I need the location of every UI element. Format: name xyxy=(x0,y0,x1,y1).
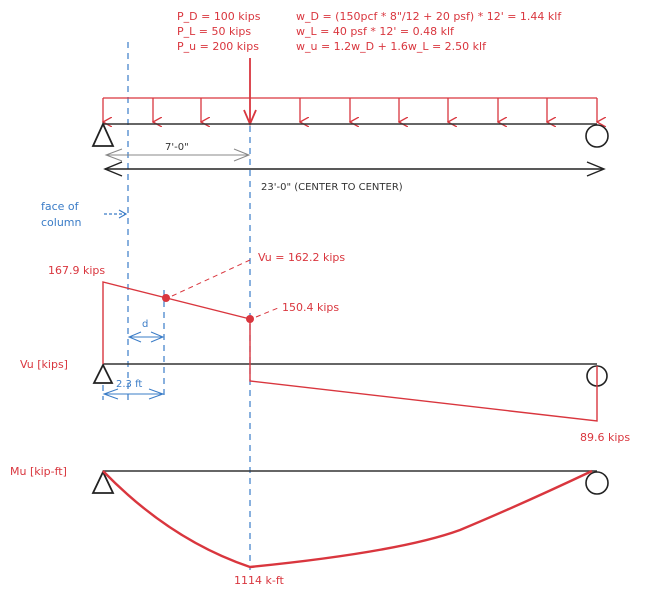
wu-label: w_u = 1.2w_D + 1.6w_L = 2.50 klf xyxy=(296,40,487,53)
shear-pin-support-icon xyxy=(92,362,114,384)
moment-curve xyxy=(102,469,593,569)
point-load-shear-point xyxy=(246,315,254,323)
point-load-dimension-label: 7'-0" xyxy=(165,142,189,153)
critical-shear-point xyxy=(162,294,170,302)
span-dimension-label: 23'-0" (CENTER TO CENTER) xyxy=(261,182,403,193)
moment-roller-support-icon xyxy=(585,471,609,495)
distributed-load xyxy=(103,97,597,122)
roller-support-icon xyxy=(585,124,609,148)
pu-label: P_u = 200 kips xyxy=(177,40,259,53)
wd-label: w_D = (150pcf * 8"/12 + 20 psf) * 12' = … xyxy=(296,10,562,23)
shear-right-value: 89.6 kips xyxy=(580,431,630,444)
face-of-column-label-2: column xyxy=(41,216,82,229)
face-of-column-label-1: face of xyxy=(41,200,80,213)
pd-label: P_D = 100 kips xyxy=(177,10,261,23)
point-load-labels: P_D = 100 kips P_L = 50 kips P_u = 200 k… xyxy=(177,10,261,53)
d-distance-arrow xyxy=(102,388,165,400)
d-label: d xyxy=(142,319,148,330)
critical-shear-leader xyxy=(171,259,251,297)
moment-max-label: 1114 k-ft xyxy=(234,574,285,587)
d-dimension-arrow xyxy=(127,331,165,343)
pl-label: P_L = 50 kips xyxy=(177,25,251,38)
wl-label: w_L = 40 psf * 12' = 0.48 klf xyxy=(296,25,455,38)
point-shear-leader xyxy=(255,307,279,318)
point-load-shear-label: 150.4 kips xyxy=(282,301,339,314)
moment-pin-support-icon xyxy=(91,469,115,494)
distributed-load-labels: w_D = (150pcf * 8"/12 + 20 psf) * 12' = … xyxy=(296,10,562,53)
critical-shear-label: Vu = 162.2 kips xyxy=(258,251,345,264)
pin-support-icon xyxy=(91,121,115,147)
point-load-dimension xyxy=(104,148,251,162)
shear-axis-label: Vu [kips] xyxy=(20,358,68,371)
point-load-arrow xyxy=(243,58,257,127)
moment-axis-label: Mu [kip-ft] xyxy=(10,465,67,478)
span-dimension xyxy=(103,161,606,177)
face-of-column-arrow xyxy=(104,209,128,219)
d-distance-label: 2.3 ft xyxy=(116,379,142,390)
shear-left-value: 167.9 kips xyxy=(48,264,105,277)
shear-curve xyxy=(102,281,598,422)
